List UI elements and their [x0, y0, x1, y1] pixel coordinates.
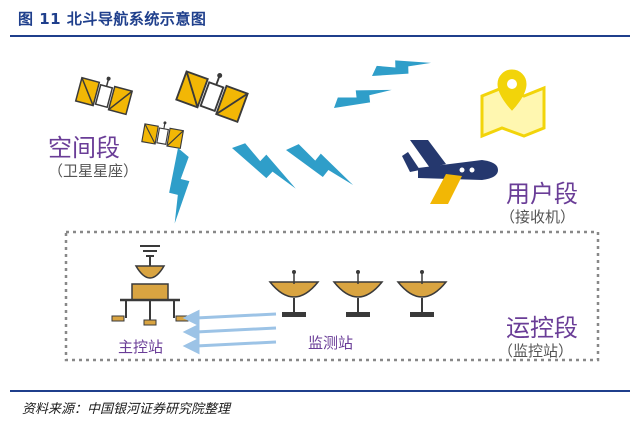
user-segment-sub: （接收机）	[500, 208, 576, 226]
signal-bolt-icon	[286, 130, 354, 205]
signal-bolt-icon	[139, 148, 214, 224]
monitor-dish-icon	[268, 270, 320, 317]
control-segment-sub: （监控站）	[498, 342, 574, 360]
bottom-divider	[10, 390, 630, 392]
monitor-station-label: 监测站	[308, 334, 354, 352]
signal-bolt-icon	[232, 132, 296, 205]
control-segment-label: 运控段	[506, 314, 578, 342]
satellite-icon	[141, 121, 185, 150]
monitor-dish-icon	[332, 270, 384, 317]
space-segment-label: 空间段	[48, 134, 120, 162]
source-note: 资料来源：中国银河证券研究院整理	[22, 402, 231, 417]
data-flow-arrows	[182, 309, 277, 355]
satellite-icon	[74, 76, 134, 116]
user-segment-label: 用户段	[506, 180, 578, 208]
master-station-label: 主控站	[118, 338, 164, 356]
monitor-dish-icon	[396, 270, 448, 317]
master-station-icon	[111, 245, 189, 326]
top-divider	[10, 35, 630, 37]
signal-bolt-icon	[372, 42, 432, 97]
signal-bolt-icon	[334, 73, 392, 125]
satellite-icon	[175, 70, 249, 124]
figure-title: 图 11 北斗导航系统示意图	[18, 10, 207, 28]
map-pin-icon	[480, 69, 546, 139]
control-segment-box	[64, 230, 600, 362]
space-segment-sub: （卫星星座）	[48, 162, 139, 180]
airplane-icon	[402, 140, 498, 204]
